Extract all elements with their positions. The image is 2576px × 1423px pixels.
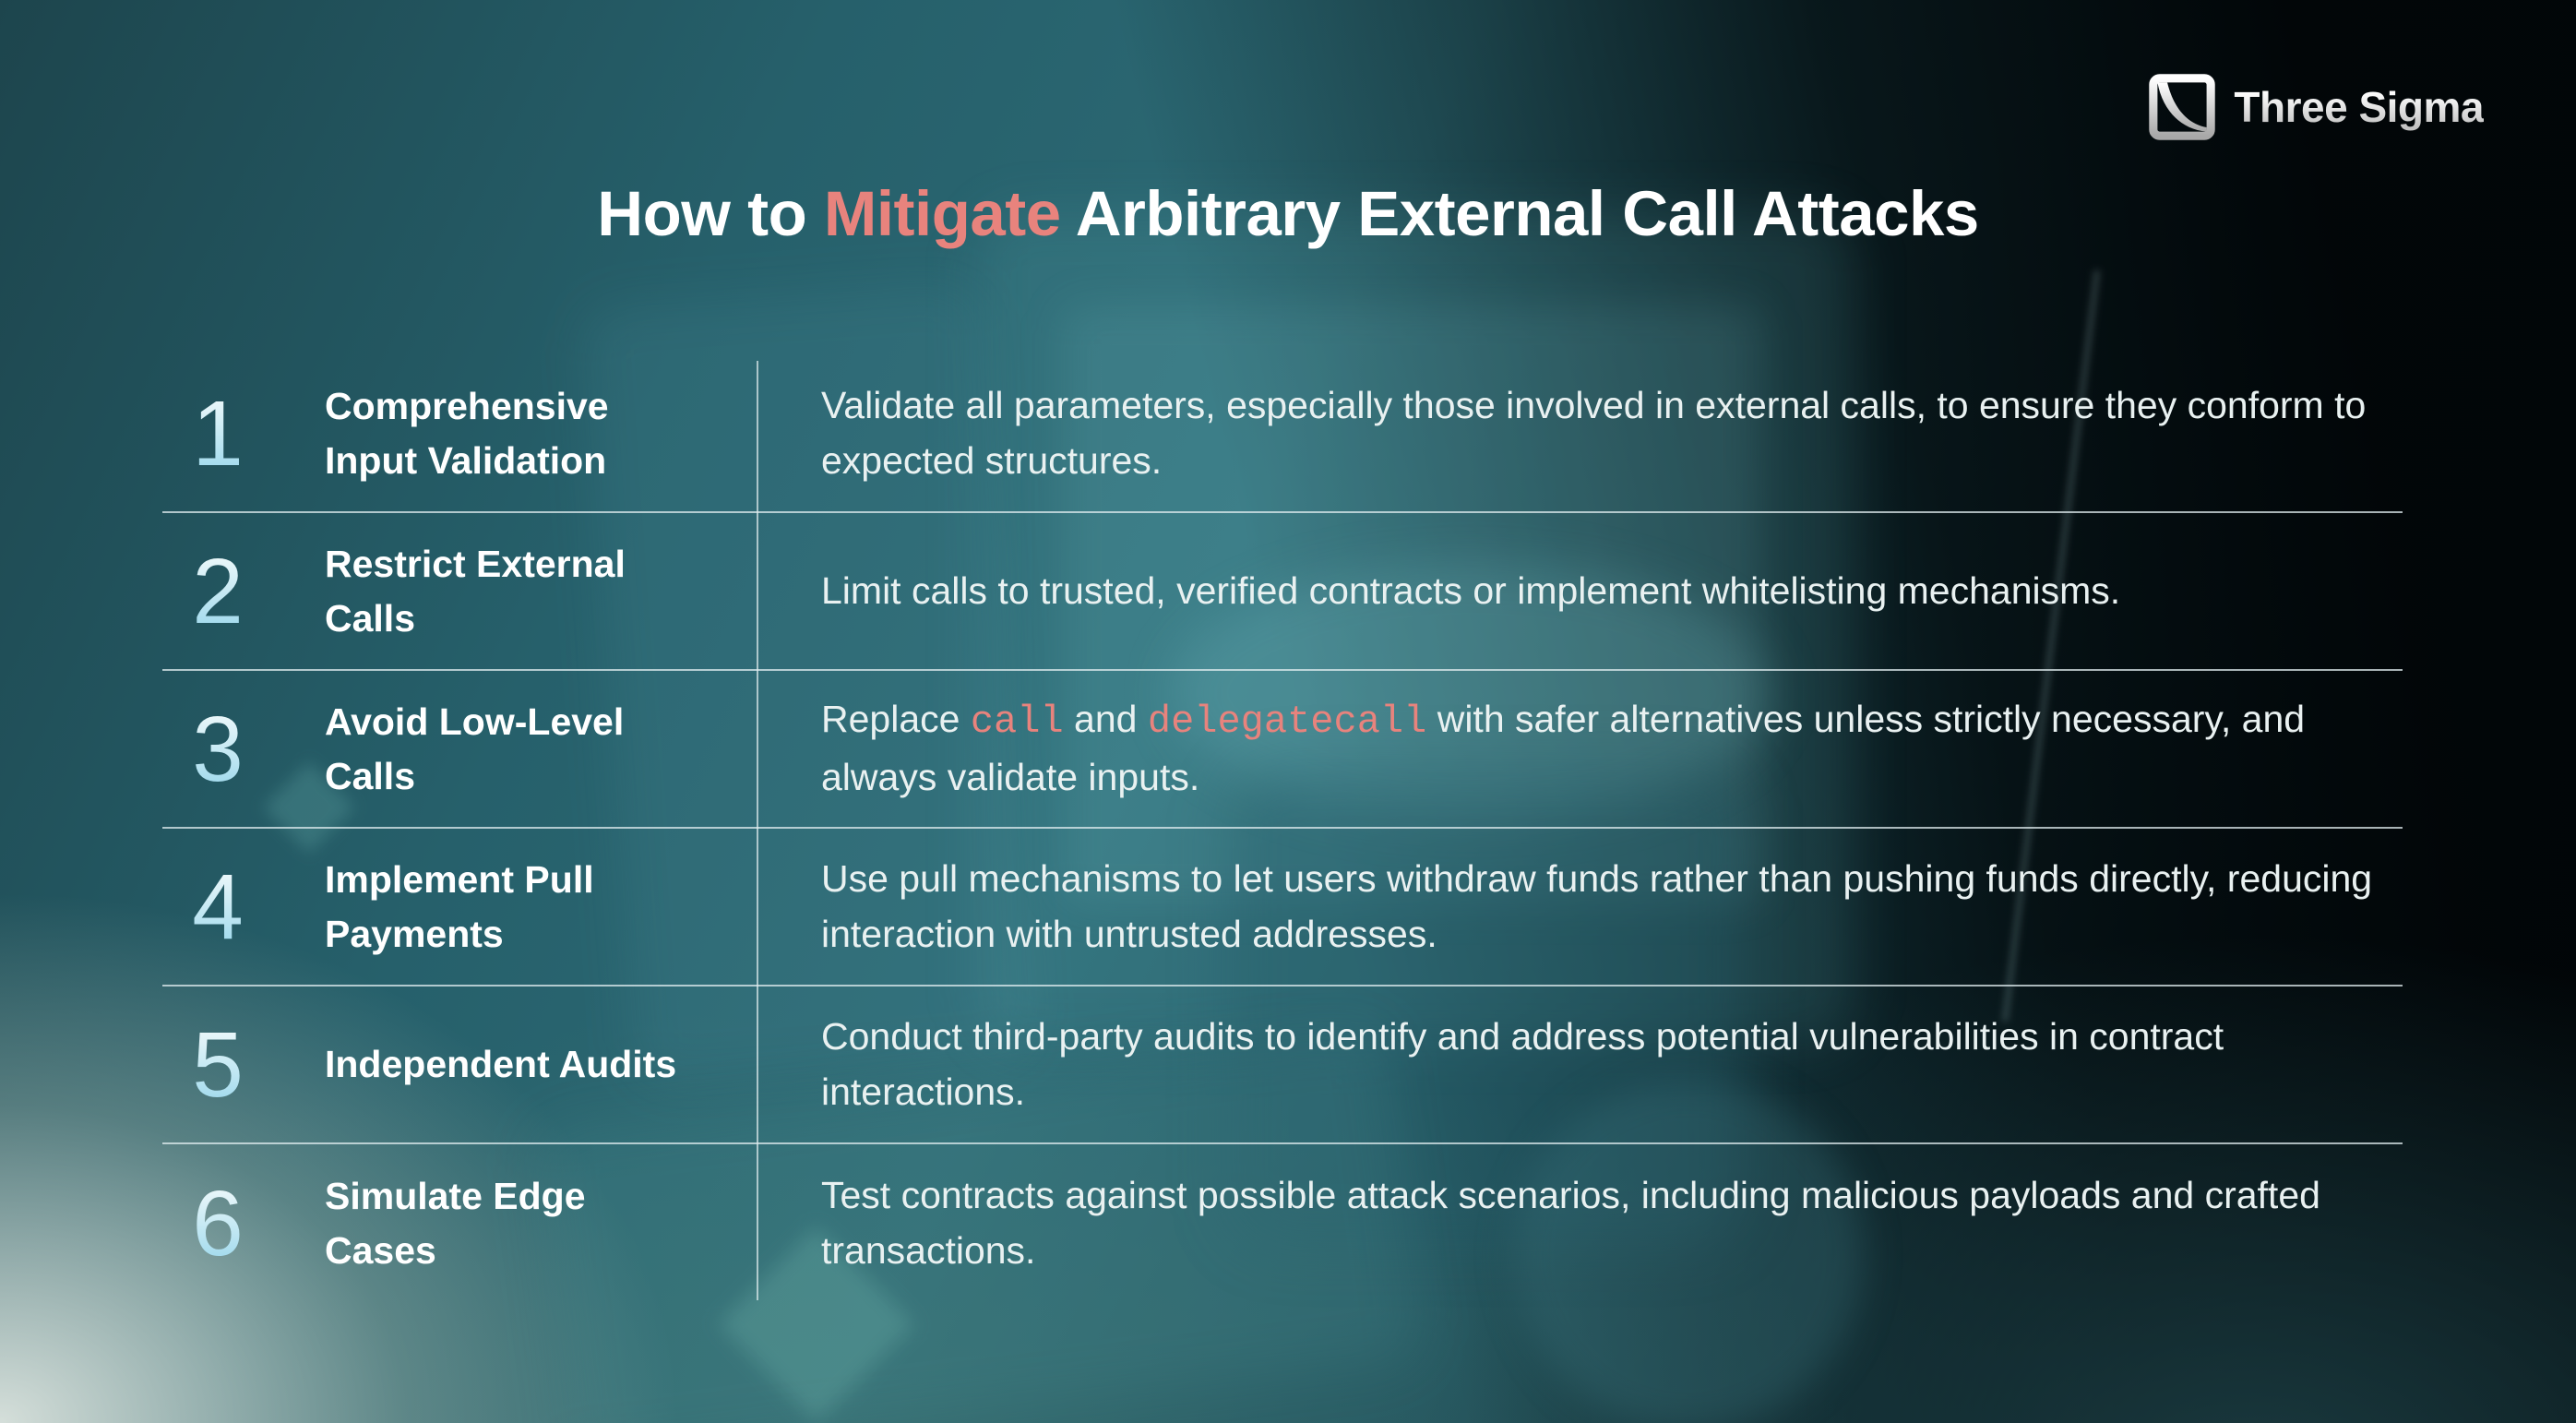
description-text: Limit calls to trusted, verified contrac…: [821, 568, 2121, 612]
three-sigma-decay-curve-icon: [2149, 74, 2216, 140]
row-description: Conduct third-party audits to identify a…: [757, 1010, 2403, 1119]
row-number: 1: [162, 388, 273, 480]
row-description: Validate all parameters, especially thos…: [757, 378, 2403, 488]
description-text: Use pull mechanisms to let users withdra…: [821, 857, 2373, 955]
three-sigma-logo: Three Sigma: [2147, 72, 2484, 142]
row-number: 2: [162, 545, 273, 638]
row-title: Independent Audits: [325, 1043, 677, 1086]
inline-code: delegatecall: [1147, 700, 1427, 745]
description-text: and: [1063, 698, 1148, 741]
inline-code: call: [970, 700, 1064, 745]
row-number: 5: [162, 1019, 273, 1111]
title-text: Arbitrary External Call Attacks: [1060, 178, 1980, 249]
row-number: 4: [162, 861, 273, 953]
row-description: Test contracts against possible attack s…: [757, 1168, 2403, 1278]
row-number: 3: [162, 703, 273, 795]
row-description: Limit calls to trusted, verified contrac…: [757, 564, 2403, 618]
description-text: Replace: [821, 698, 971, 741]
row-number: 6: [162, 1178, 273, 1270]
description-text: Validate all parameters, especially thos…: [821, 384, 2367, 482]
row-description: Replace call and delegatecall with safer…: [757, 692, 2403, 805]
vertical-divider: [757, 361, 758, 1300]
description-text: with safer alternatives unless strictly …: [821, 698, 2306, 799]
logo-wordmark: Three Sigma: [2234, 83, 2484, 131]
title-text: How to: [597, 178, 824, 249]
description-text: Test contracts against possible attack s…: [821, 1174, 2320, 1272]
title-accent-word: Mitigate: [823, 178, 1061, 249]
table-row: 2 Restrict External Calls Limit calls to…: [162, 513, 2403, 671]
row-description: Use pull mechanisms to let users withdra…: [757, 852, 2403, 962]
page-title: How to Mitigate Arbitrary External Call …: [0, 177, 2576, 250]
row-title: Restrict External Calls: [325, 543, 626, 640]
table-row: 5 Independent Audits Conduct third-party…: [162, 987, 2403, 1144]
description-text: Conduct third-party audits to identify a…: [821, 1015, 2224, 1113]
